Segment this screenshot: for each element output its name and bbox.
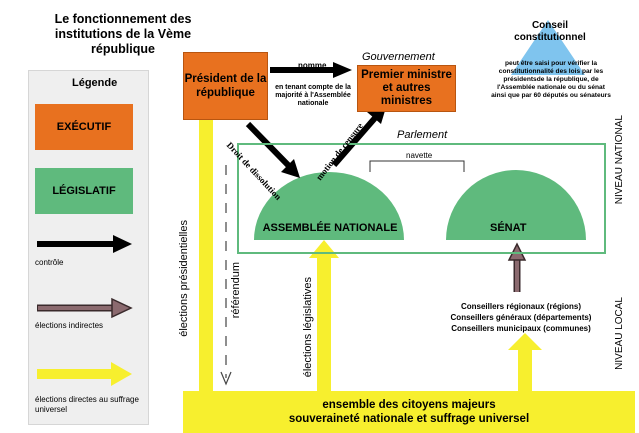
legend-direct-arrow-icon <box>37 362 132 386</box>
citoyens-line1: ensemble des citoyens majeurs <box>322 399 496 411</box>
conseil-text: peut être saisi pour vérifier la constit… <box>491 60 611 99</box>
legend-executif-swatch: EXÉCUTIF <box>35 104 133 150</box>
page-title: Le fonctionnement des institutions de la… <box>54 12 192 56</box>
conseillers-municipaux: Conseillers municipaux (communes) <box>451 324 591 333</box>
navette-label: navette <box>406 151 433 160</box>
senat-label: SÉNAT <box>490 222 527 234</box>
legend-controle-label: contrôle <box>35 258 64 267</box>
legend-indirect-arrow-icon <box>37 297 133 319</box>
legend-control-arrow-icon <box>37 235 132 253</box>
referendum-label: référendum <box>230 262 242 319</box>
assemblee-label: ASSEMBLÉE NATIONALE <box>262 222 398 234</box>
conseil-triangle <box>511 20 585 75</box>
premier-ministre-box: Premier ministre et autres ministres <box>357 65 456 112</box>
conseil-title: Conseil constitutionnel <box>514 20 586 43</box>
elections-legislatives-label: élections législatives <box>302 277 314 378</box>
legend-directes-label: élections directes au suffrage universel <box>35 395 139 414</box>
legend-legislatif-swatch: LÉGISLATIF <box>35 168 133 214</box>
parlement-frame <box>237 143 606 254</box>
citoyens-line2: souveraineté nationale et suffrage unive… <box>288 413 530 425</box>
citoyens-bar: ensemble des citoyens majeurs souveraine… <box>183 391 635 433</box>
senat-hemicycle <box>446 170 586 240</box>
suffrage-arrow-presidentielles <box>191 98 221 392</box>
suffrage-arrow-local <box>508 333 542 392</box>
president-box: Président de la république <box>183 52 268 120</box>
conseillers-generaux: Conseillers généraux (départements) <box>450 313 592 322</box>
niveau-local-label: NIVEAU LOCAL <box>614 297 625 370</box>
legend-indirectes-label: élections indirectes <box>35 321 104 330</box>
conseillers-list: Conseillers régionaux (régions) Conseill… <box>438 301 604 334</box>
elections-presidentielles-label: élections présidentielles <box>178 220 190 337</box>
nomme-note: en tenant compte de la majorité à l'Asse… <box>275 84 351 107</box>
assemblee-hemicycle <box>254 172 404 240</box>
nomme-label: nomme <box>298 61 327 70</box>
parlement-label: Parlement <box>397 129 448 141</box>
niveau-national-label: NIVEAU NATIONAL <box>614 115 625 205</box>
gouvernement-label: Gouvernement <box>362 51 435 63</box>
conseillers-regionaux: Conseillers régionaux (régions) <box>460 302 582 311</box>
legend-heading: Légende <box>72 77 118 89</box>
navette-bracket <box>369 160 465 172</box>
